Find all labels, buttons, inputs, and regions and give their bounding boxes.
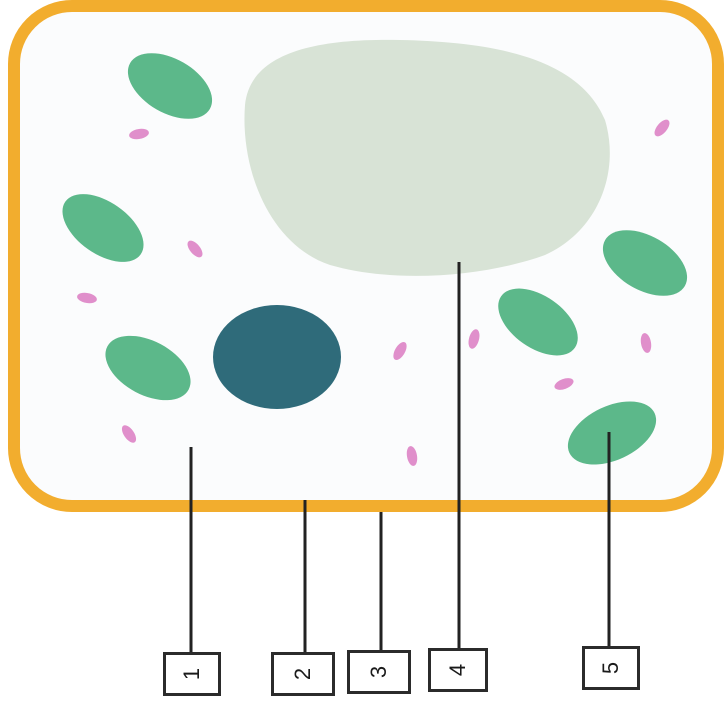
nucleus (213, 305, 341, 409)
chloroplast (62, 194, 144, 262)
label-box-5: 5 (582, 646, 640, 690)
mitochondrion (187, 240, 203, 258)
label-box-4: 4 (428, 648, 488, 692)
label-text-2: 2 (290, 667, 315, 681)
mitochondrion (640, 333, 652, 353)
label-text-1: 1 (179, 667, 204, 681)
pointer-lines (189, 262, 611, 652)
label-text-5: 5 (598, 661, 623, 675)
vacuole (244, 39, 610, 276)
label-text-4: 4 (445, 663, 470, 677)
label-text-3: 3 (366, 665, 391, 679)
mitochondrion (406, 446, 418, 466)
mitochondrion (121, 425, 137, 443)
chloroplast (602, 230, 688, 296)
chloroplast (127, 53, 213, 119)
label-box-3: 3 (347, 650, 411, 694)
label-box-1: 1 (163, 652, 221, 696)
mitochondrion (468, 329, 480, 349)
mitochondrion (77, 292, 97, 304)
chloroplast (567, 401, 657, 465)
chloroplast (498, 288, 578, 356)
mitochondrion (554, 378, 574, 390)
mitochondrion (654, 119, 670, 137)
label-box-2: 2 (271, 652, 335, 696)
chloroplast (105, 335, 191, 401)
mitochondrion (393, 341, 407, 361)
mitochondrion (129, 128, 149, 140)
mitochondria (77, 119, 670, 466)
chloroplasts (62, 53, 688, 465)
